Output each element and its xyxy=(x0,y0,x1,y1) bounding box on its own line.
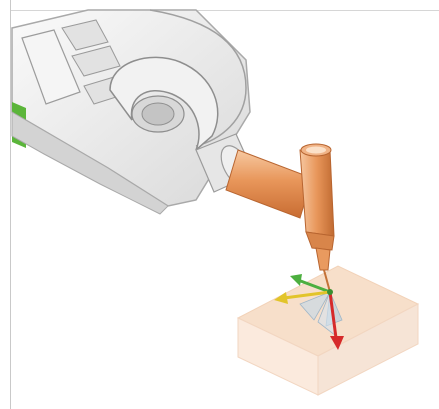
triad-origin xyxy=(327,289,333,295)
welding-torch[interactable] xyxy=(226,144,334,292)
robot-arm[interactable] xyxy=(12,10,257,214)
